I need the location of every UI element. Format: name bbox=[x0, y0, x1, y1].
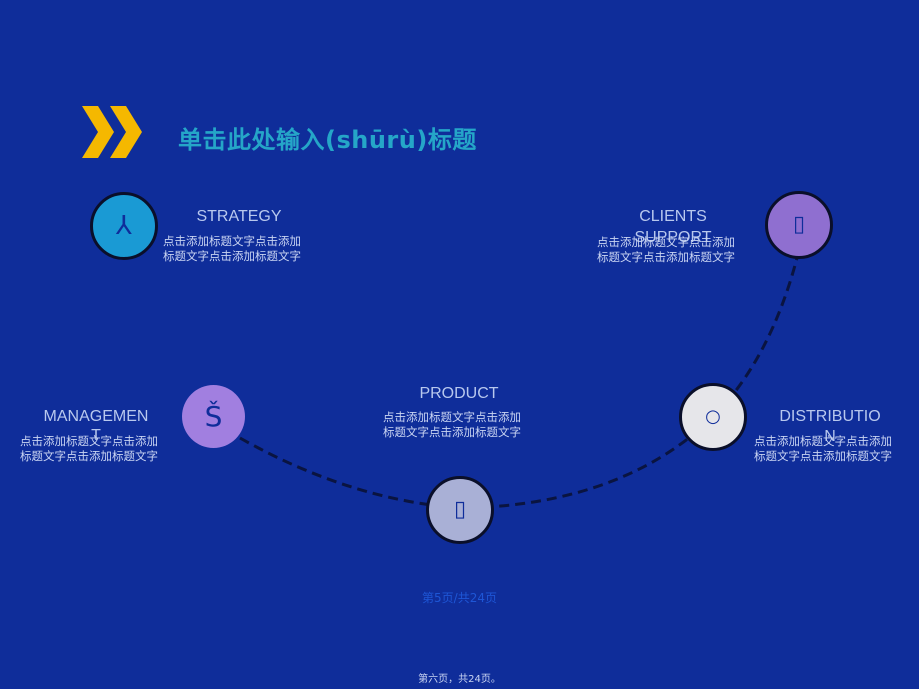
management-desc-line2: 标题文字点击添加标题文字 bbox=[20, 449, 158, 463]
page-footer: 第六页，共24页。 bbox=[418, 674, 501, 685]
distribution-icon: ○ bbox=[705, 406, 721, 427]
strategy-desc-line1: 点击添加标题文字点击添加 bbox=[163, 234, 301, 248]
strategy-label: STRATEGY bbox=[196, 208, 282, 225]
product-label: PRODUCT bbox=[419, 385, 499, 402]
clients-desc-line2: 标题文字点击添加标题文字 bbox=[597, 250, 735, 264]
clients-label-line1: CLIENTS bbox=[639, 208, 707, 225]
distribution-label-line1: DISTRIBUTIO bbox=[779, 408, 881, 425]
product-desc-line2: 标题文字点击添加标题文字 bbox=[383, 425, 521, 439]
strategy-icon: ⅄ bbox=[116, 211, 132, 241]
double-chevron-icon bbox=[82, 106, 142, 158]
distribution-node[interactable]: ○ bbox=[679, 383, 747, 451]
distribution-desc-line1: 点击添加标题文字点击添加 bbox=[754, 434, 892, 448]
management-node[interactable]: Š bbox=[182, 385, 245, 448]
distribution-label-line2: N bbox=[824, 428, 836, 445]
management-label-line2: T bbox=[91, 427, 101, 444]
management-label-line1: MANAGEMEN bbox=[43, 408, 149, 425]
product-node[interactable]: ▯ bbox=[426, 476, 494, 544]
clients-label-line2: SUPPORT bbox=[634, 229, 712, 246]
distribution-desc-line2: 标题文字点击添加标题文字 bbox=[754, 449, 892, 463]
strategy-desc-line2: 标题文字点击添加标题文字 bbox=[163, 249, 301, 263]
clients-support-icon: ▯ bbox=[792, 212, 806, 237]
management-desc-line1: 点击添加标题文字点击添加 bbox=[20, 434, 158, 448]
clients-support-node[interactable]: ▯ bbox=[765, 191, 833, 259]
product-icon: ▯ bbox=[453, 497, 467, 522]
product-desc-line1: 点击添加标题文字点击添加 bbox=[383, 410, 521, 424]
strategy-node[interactable]: ⅄ bbox=[90, 192, 158, 260]
clients-desc-line1: 点击添加标题文字点击添加 bbox=[597, 235, 735, 249]
management-icon: Š bbox=[204, 399, 223, 433]
page-counter: 第5页/共24页 bbox=[422, 591, 497, 605]
slide-title[interactable]: 单击此处输入(shūrù)标题 bbox=[178, 126, 477, 154]
